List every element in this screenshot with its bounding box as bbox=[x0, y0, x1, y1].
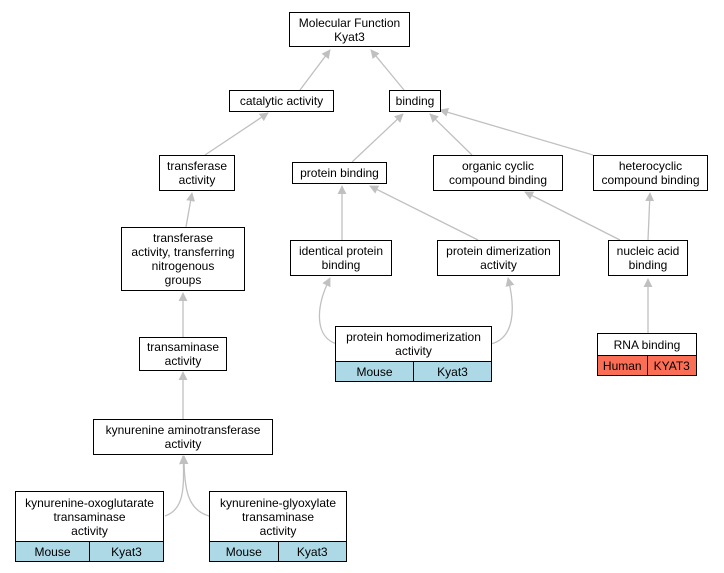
node-rna-binding[interactable]: RNA binding Human KYAT3 bbox=[597, 333, 697, 376]
evidence-row: Human KYAT3 bbox=[598, 355, 696, 375]
edge-protein-binding-binding bbox=[351, 113, 404, 163]
evidence-row: Mouse Kyat3 bbox=[336, 361, 491, 381]
evidence-row: Mouse Kyat3 bbox=[210, 541, 346, 561]
edge-homodimerization-dimerization bbox=[490, 277, 515, 345]
edge-transferase-catalytic bbox=[204, 112, 269, 156]
gene-cell: Kyat3 bbox=[277, 542, 347, 561]
node-identical-protein-binding[interactable]: identical protein binding bbox=[290, 240, 392, 276]
edge-heterocyclic-binding bbox=[439, 107, 594, 156]
species-cell: Mouse bbox=[225, 544, 262, 559]
node-protein-dimerization-activity[interactable]: protein dimerization activity bbox=[437, 240, 560, 276]
node-label: RNA binding bbox=[613, 337, 681, 352]
node-nucleic-acid-binding[interactable]: nucleic acid binding bbox=[608, 240, 688, 276]
species-cell: Human bbox=[602, 358, 642, 373]
node-label: protein homodimerization activity bbox=[346, 330, 481, 358]
node-molecular-function-root[interactable]: Molecular Function Kyat3 bbox=[289, 12, 410, 47]
edge-catalytic-root bbox=[299, 49, 331, 91]
node-catalytic-activity[interactable]: catalytic activity bbox=[229, 90, 334, 112]
species-cell: Mouse bbox=[34, 544, 71, 559]
node-kynurenine-oxoglutarate-transaminase[interactable]: kynurenine-oxoglutarate transaminase act… bbox=[15, 491, 164, 562]
edge-dimerization-binding bbox=[369, 185, 479, 241]
edge-transferase-nitrogenous-transferase bbox=[185, 192, 196, 228]
node-kynurenine-glyoxylate-transaminase[interactable]: kynurenine-glyoxylate transaminase activ… bbox=[209, 491, 347, 562]
gene-cell: Kyat3 bbox=[413, 362, 491, 381]
edge-binding-root bbox=[370, 49, 405, 91]
node-kynurenine-aminotransferase-activity[interactable]: kynurenine aminotransferase activity bbox=[93, 419, 273, 455]
edge-glyoxylate-kyn-aminotransferase bbox=[179, 455, 210, 517]
evidence-row: Mouse Kyat3 bbox=[16, 541, 163, 561]
gene-cell: Kyat3 bbox=[89, 542, 163, 561]
edge-organic-cyclic-binding bbox=[429, 113, 473, 156]
node-binding[interactable]: binding bbox=[389, 90, 441, 112]
node-transaminase-activity[interactable]: transaminase activity bbox=[139, 337, 227, 371]
edge-nucleic-acid-heterocyclic bbox=[645, 192, 655, 241]
node-label: kynurenine-glyoxylate transaminase activ… bbox=[219, 495, 337, 538]
node-label: kynurenine-oxoglutarate transaminase act… bbox=[25, 495, 154, 538]
node-protein-binding[interactable]: protein binding bbox=[292, 162, 387, 184]
edge-homodimerization-identical bbox=[318, 277, 338, 345]
node-protein-homodimerization-activity[interactable]: protein homodimerization activity Mouse … bbox=[335, 326, 492, 382]
species-cell: Mouse bbox=[356, 364, 393, 379]
gene-cell: KYAT3 bbox=[646, 356, 697, 375]
node-heterocyclic-compound-binding[interactable]: heterocyclic compound binding bbox=[593, 155, 708, 191]
node-transferase-activity[interactable]: transferase activity bbox=[159, 155, 235, 191]
node-organic-cyclic-compound-binding[interactable]: organic cyclic compound binding bbox=[433, 155, 563, 191]
edge-oxoglutarate-kyn-aminotransferase bbox=[164, 455, 188, 517]
edge-nucleic-acid-organic-cyclic bbox=[524, 191, 621, 241]
node-transferase-nitrogenous-groups[interactable]: transferase activity, transferring nitro… bbox=[121, 227, 245, 291]
